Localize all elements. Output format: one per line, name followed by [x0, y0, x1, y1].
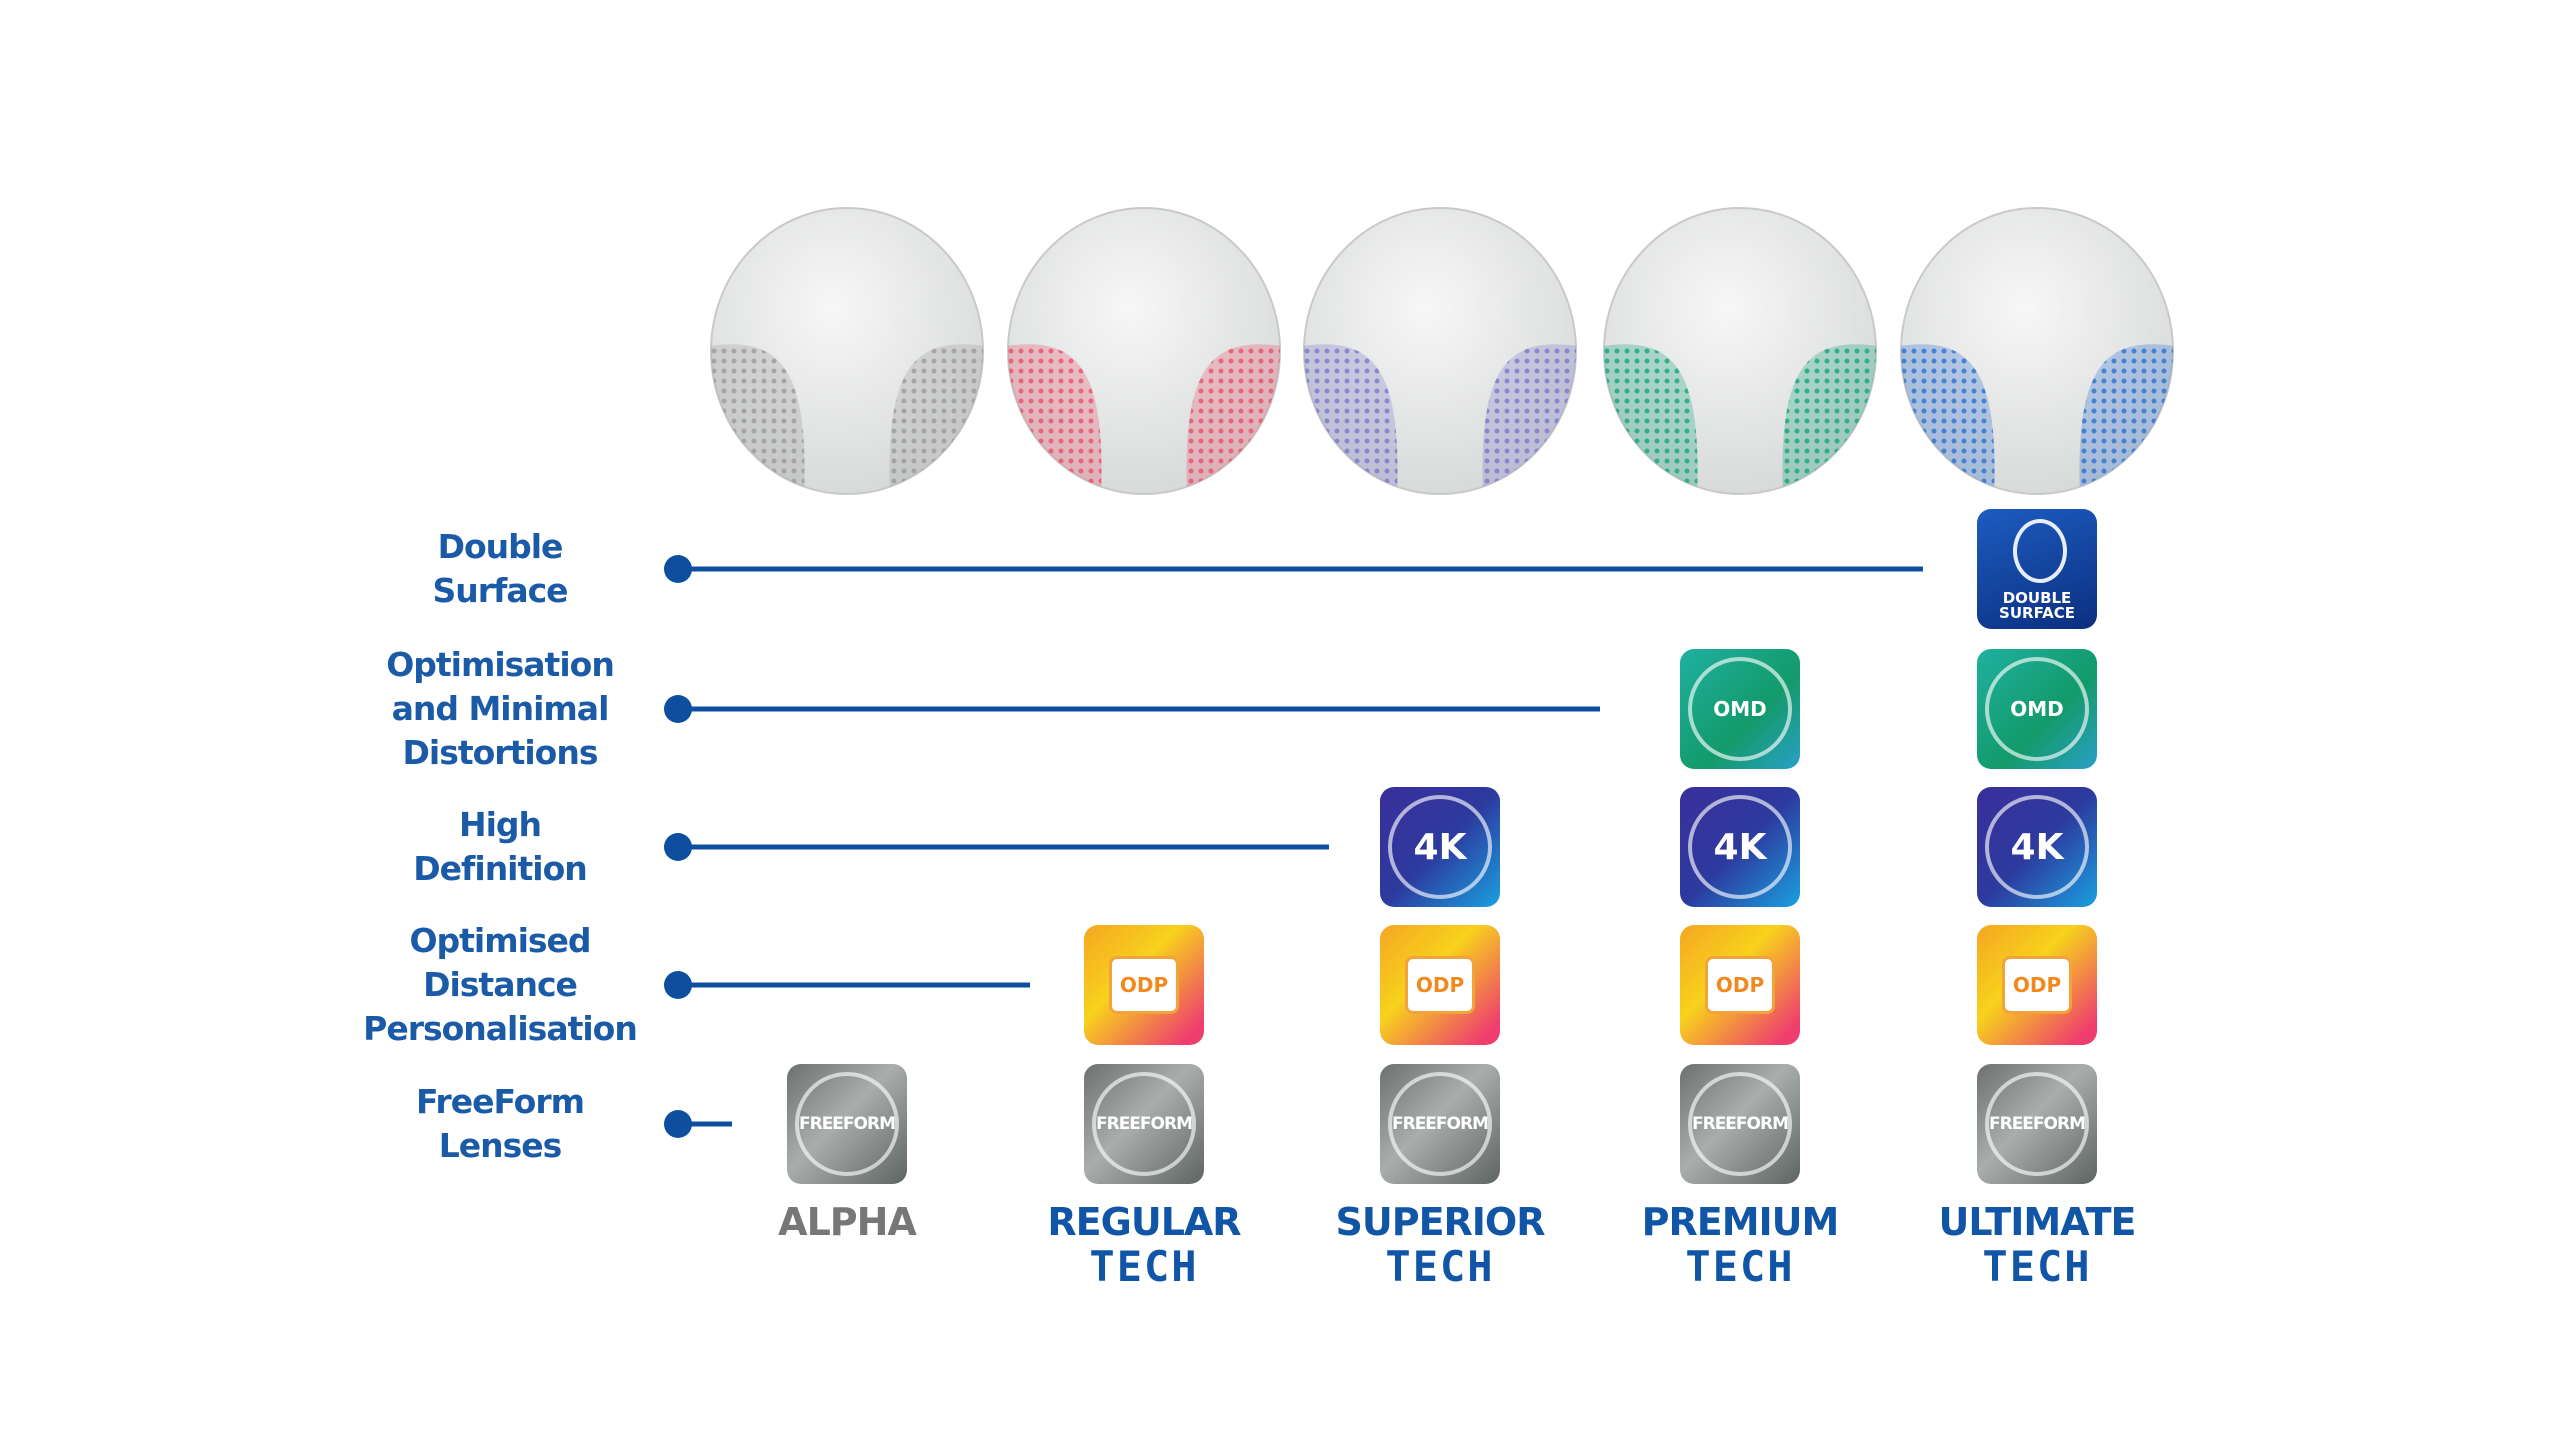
ring-icon — [795, 1072, 899, 1176]
row-label-line: Lenses — [438, 1126, 563, 1165]
freeform-icon: FREEFORM — [1680, 1064, 1800, 1184]
row-label-line: Distortions — [402, 733, 599, 772]
badge-text: FREEFORM — [1691, 1114, 1789, 1134]
ring-icon — [1688, 795, 1792, 899]
badge-text: FREEFORM — [1391, 1114, 1489, 1134]
tech-logo: TECH — [1385, 1242, 1495, 1291]
ring-icon — [1388, 795, 1492, 899]
lens-illustration-alpha — [709, 206, 985, 496]
lens-illustration-premium — [1602, 206, 1878, 496]
ring-icon — [1688, 1072, 1792, 1176]
odp-icon: ODP — [1380, 925, 1500, 1045]
lens-illustration-superior — [1302, 206, 1578, 496]
odp-icon: ODP — [1084, 925, 1204, 1045]
badge-text: 4K — [1713, 826, 1767, 868]
lens-svg — [1900, 207, 2174, 495]
4k-hd-icon: 4K — [1380, 787, 1500, 907]
row-line — [680, 566, 1923, 572]
row-label-line: Double — [437, 527, 564, 566]
badge-text: ODP — [1108, 956, 1180, 1014]
freeform-icon: FREEFORM — [787, 1064, 907, 1184]
omd-icon: OMD — [1977, 649, 2097, 769]
lens-svg — [1303, 207, 1577, 495]
badge-text: 4K — [1413, 826, 1467, 868]
ring-icon — [1985, 657, 2089, 761]
ring-icon — [1985, 795, 2089, 899]
badge-text: ODP — [1404, 956, 1476, 1014]
row-label-line: Optimised — [409, 921, 591, 960]
badge-text: OMD — [1713, 697, 1767, 721]
ring-icon — [1985, 1072, 2089, 1176]
badge-text: FREEFORM — [798, 1114, 896, 1134]
row-line — [680, 1121, 732, 1127]
badge-text: DOUBLE — [2002, 589, 2072, 607]
row-label-line: Distance — [423, 965, 578, 1004]
freeform-icon: FREEFORM — [1977, 1064, 2097, 1184]
lens-svg — [1603, 207, 1877, 495]
tier-name: PREMIUM — [1641, 1200, 1840, 1244]
tier-name: ALPHA — [778, 1200, 917, 1244]
ring-icon — [1092, 1072, 1196, 1176]
badge-text: ODP — [1704, 956, 1776, 1014]
ring-icon — [2013, 519, 2067, 583]
row-label-line: Surface — [432, 571, 568, 610]
tech-logo: TECH — [1982, 1242, 2092, 1291]
row-label-line: High — [458, 805, 542, 844]
badge-text: SURFACE — [1999, 604, 2075, 622]
row-line — [680, 982, 1030, 988]
4k-hd-icon: 4K — [1977, 787, 2097, 907]
tier-name: REGULAR — [1047, 1200, 1241, 1244]
row-label-line: FreeForm — [415, 1082, 585, 1121]
4k-hd-icon: 4K — [1680, 787, 1800, 907]
tech-logo: TECH — [1685, 1242, 1795, 1291]
tier-name: ULTIMATE — [1938, 1200, 2137, 1244]
row-line — [680, 706, 1600, 712]
tech-logo: TECH — [1089, 1242, 1199, 1291]
lens-illustration-regular — [1006, 206, 1282, 496]
row-label-line: Personalisation — [363, 1009, 638, 1048]
freeform-icon: FREEFORM — [1084, 1064, 1204, 1184]
omd-icon: OMD — [1680, 649, 1800, 769]
badge-text: OMD — [2010, 697, 2064, 721]
badge-text: FREEFORM — [1095, 1114, 1193, 1134]
tier-name: SUPERIOR — [1335, 1200, 1546, 1244]
row-label-line: Definition — [413, 849, 588, 888]
badge-text: ODP — [2001, 956, 2073, 1014]
freeform-icon: FREEFORM — [1380, 1064, 1500, 1184]
row-line — [680, 844, 1329, 850]
badge-text: FREEFORM — [1988, 1114, 2086, 1134]
odp-icon: ODP — [1977, 925, 2097, 1045]
lens-svg — [710, 207, 984, 495]
lens-illustration-ultimate — [1899, 206, 2175, 496]
badge-text: 4K — [2010, 826, 2064, 868]
odp-icon: ODP — [1680, 925, 1800, 1045]
lens-svg — [1007, 207, 1281, 495]
ring-icon — [1688, 657, 1792, 761]
ring-icon — [1388, 1072, 1492, 1176]
row-label-line: Optimisation — [386, 645, 615, 684]
row-label-line: and Minimal — [391, 689, 610, 728]
